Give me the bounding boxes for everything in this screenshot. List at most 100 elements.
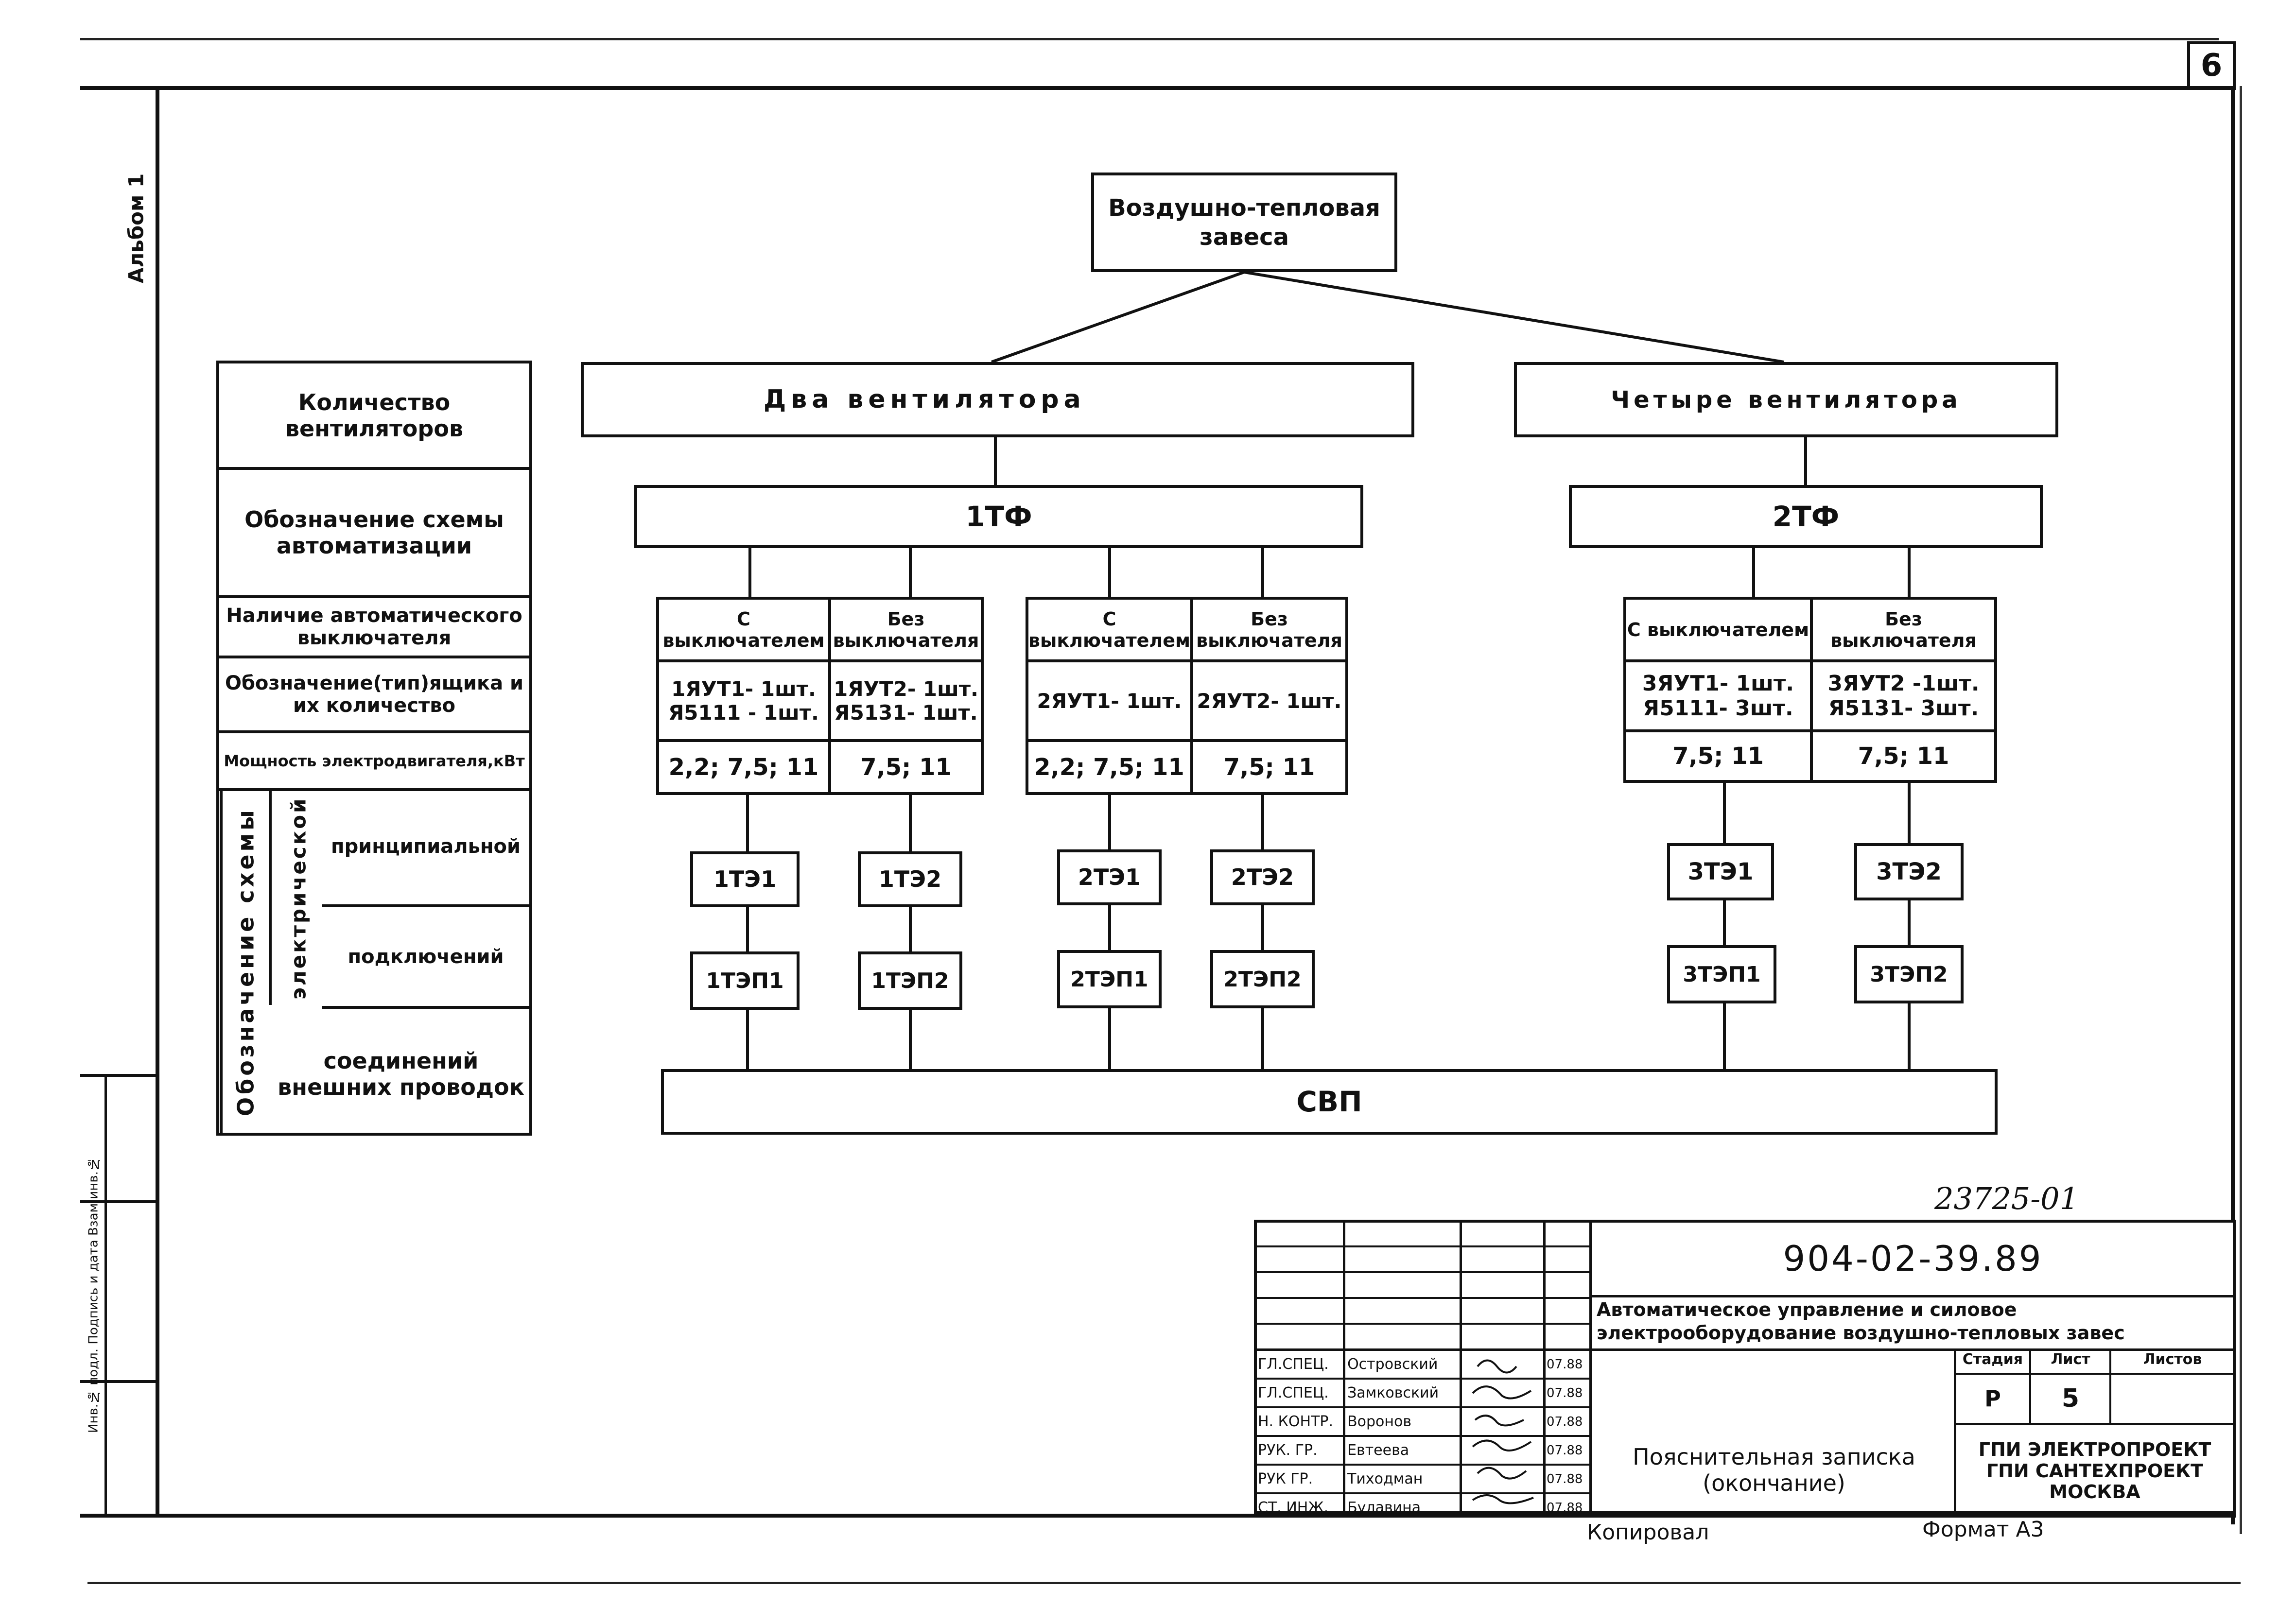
signer-name: Евтеева: [1347, 1442, 1409, 1459]
signer-role: ГЛ.СПЕЦ.: [1258, 1356, 1329, 1373]
stamp-hline-5: [1254, 1348, 2236, 1351]
stamp-hline-3: [1254, 1297, 1589, 1299]
v-c6: [1908, 783, 1911, 1072]
legend-principal-label: принципиальной: [331, 835, 521, 858]
drop-c1: [748, 548, 751, 598]
signers-list: ГЛ.СПЕЦ. Островский 07.88 ГЛ.СПЕЦ. Замко…: [1254, 1351, 1589, 1516]
legend-external: соединений внешних проводок: [272, 1016, 530, 1132]
col4-breaker-label: Без выключателя: [1196, 608, 1342, 651]
connection-3tep2-label: 3ТЭП2: [1870, 962, 1948, 987]
stamp-vline-sheets: [2109, 1348, 2111, 1424]
col6-power-label: 7,5; 11: [1858, 743, 1949, 770]
scheme-1tf: 1ТФ: [634, 485, 1363, 548]
frame-bottom: [80, 1514, 2236, 1518]
col2-breaker-label: Без выключателя: [833, 608, 979, 651]
stamp-vline-1: [1343, 1220, 1345, 1514]
col3-breaker: С выключателем: [1026, 597, 1193, 662]
col3-boxes-label: 2ЯУТ1- 1шт.: [1037, 689, 1182, 713]
sheet-label: Лист: [2051, 1351, 2090, 1368]
doc-code: 904-02-39.89: [1783, 1238, 2043, 1279]
col4-boxes: 2ЯУТ2- 1шт.: [1190, 659, 1348, 742]
connection-2tep2-label: 2ТЭП2: [1223, 967, 1302, 992]
principal-2te2: 2ТЭ2: [1210, 849, 1315, 905]
col4-boxes-label: 2ЯУТ2- 1шт.: [1197, 689, 1342, 713]
signer-row: ГЛ.СПЕЦ. Островский 07.88: [1254, 1351, 1589, 1380]
legend-principal: принципиальной: [322, 788, 532, 907]
principal-3te1: 3ТЭ1: [1667, 843, 1774, 900]
legend-connections: подключений: [322, 904, 532, 1009]
signer-row: РУК. ГР. Евтеева 07.88: [1254, 1437, 1589, 1466]
v-c3: [1108, 795, 1111, 1072]
signer-role: Н. КОНТР.: [1258, 1413, 1334, 1430]
col1-power-label: 2,2; 7,5; 11: [668, 753, 819, 781]
col6-boxes-label: 3ЯУТ2 -1шт. Я5131- 3шт.: [1827, 671, 1980, 721]
col1-power: 2,2; 7,5; 11: [656, 739, 831, 795]
signer-role: РУК. ГР.: [1258, 1442, 1318, 1459]
col2-power-label: 7,5; 11: [860, 753, 952, 781]
v-c5: [1723, 783, 1726, 1072]
bus-svp-label: СВП: [1296, 1085, 1362, 1119]
principal-3te2-label: 3ТЭ2: [1876, 858, 1942, 885]
col5-breaker: С выключателем: [1623, 597, 1813, 662]
stamp-vline-2: [1460, 1220, 1462, 1514]
v-c4: [1261, 795, 1264, 1072]
col6-boxes: 3ЯУТ2 -1шт. Я5131- 3шт.: [1810, 659, 1997, 732]
branch-four-fans: Четыре вентилятора: [1514, 362, 2058, 437]
legend-scheme: Обозначение схемы автоматизации: [216, 467, 532, 598]
legend-breaker: Наличие автоматического выключателя: [216, 595, 532, 658]
legend-external-label: соединений внешних проводок: [278, 1048, 524, 1100]
connection-2tep1: 2ТЭП1: [1057, 950, 1162, 1008]
format-label: Формат А3: [1922, 1517, 2044, 1542]
connection-3tep1: 3ТЭП1: [1667, 945, 1776, 1003]
sheet-number-box: 6: [2187, 41, 2236, 90]
col1-boxes: 1ЯУТ1- 1шт. Я5111 - 1шт.: [656, 659, 831, 742]
signer-date: 07.88: [1546, 1443, 1583, 1458]
col4-power: 7,5; 11: [1190, 739, 1348, 795]
legend-connections-label: подключений: [348, 945, 504, 968]
signer-date: 07.88: [1546, 1414, 1583, 1429]
legend-power-label: Мощность электродвигателя,кВт: [224, 751, 525, 770]
col3-breaker-label: С выключателем: [1028, 608, 1191, 651]
frame-right: [2231, 86, 2235, 1524]
side-stamp-divider-1: [80, 1074, 158, 1077]
branch-four-fans-label: Четыре вентилятора: [1611, 386, 1962, 414]
side-stamp-vline: [104, 1074, 107, 1514]
connection-1tep2: 1ТЭП2: [858, 951, 962, 1010]
signer-row: ГЛ.СПЕЦ. Замковский 07.88: [1254, 1380, 1589, 1408]
side-stamp-divider-3: [80, 1380, 158, 1383]
copied-label: Копировал: [1587, 1520, 1709, 1545]
side-stamp-divider-2: [80, 1200, 158, 1203]
scheme-2tf: 2ТФ: [1569, 485, 2043, 548]
v-c2: [909, 795, 912, 1072]
sheet-value: 5: [2061, 1383, 2080, 1413]
signer-role: СТ. ИНЖ.: [1258, 1499, 1329, 1516]
signer-role: ГЛ.СПЕЦ.: [1258, 1384, 1329, 1401]
col5-power: 7,5; 11: [1623, 729, 1813, 783]
branch-two-fans-label: Два вентилятора: [764, 385, 1086, 414]
legend-electrical-sub: электрической: [269, 791, 325, 1005]
col4-power-label: 7,5; 11: [1223, 753, 1315, 781]
legend-scheme-label: Обозначение схемы автоматизации: [244, 506, 504, 559]
principal-1te2: 1ТЭ2: [858, 851, 962, 907]
principal-1te1: 1ТЭ1: [690, 851, 800, 907]
doc-title: Автоматическое управление и силовое элек…: [1597, 1299, 2125, 1344]
stamp-hline-4: [1254, 1323, 1589, 1325]
drop-c3: [1108, 548, 1111, 598]
col3-power-label: 2,2; 7,5; 11: [1034, 753, 1184, 781]
branch-two-fans: Два вентилятора: [581, 362, 1414, 437]
connection-2tep1-label: 2ТЭП1: [1070, 967, 1148, 992]
archive-number: 23725-01: [1934, 1181, 2079, 1216]
stamp-vline-sheet: [2029, 1348, 2031, 1424]
signer-date: 07.88: [1546, 1471, 1583, 1486]
col3-power: 2,2; 7,5; 11: [1026, 739, 1193, 795]
col5-boxes: 3ЯУТ1- 1шт. Я5111- 3шт.: [1623, 659, 1813, 732]
connection-1tep1-label: 1ТЭП1: [706, 968, 784, 993]
signer-name: Булавина: [1347, 1499, 1421, 1516]
stamp-hline-stage-body: [1954, 1423, 2236, 1425]
stamp-hline-stage-head: [1954, 1373, 2236, 1375]
stamp-hline-1: [1254, 1245, 1589, 1247]
principal-2te2-label: 2ТЭ2: [1231, 864, 1294, 890]
v-c1: [746, 795, 749, 1072]
signer-name: Замковский: [1347, 1384, 1439, 1401]
legend-boxes: Обозначение(тип)ящика и их количество: [216, 656, 532, 733]
